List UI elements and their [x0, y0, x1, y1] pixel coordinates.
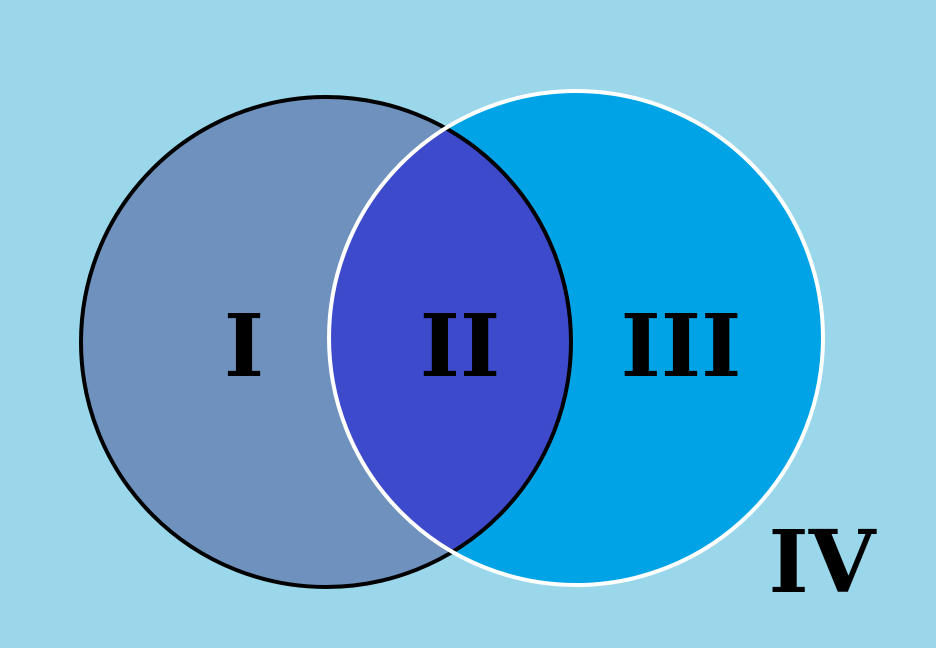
left-circle-outline [79, 95, 573, 589]
region-label-iii: III [621, 296, 742, 397]
region-label-i: I [224, 296, 264, 397]
region-label-iv: IV [769, 512, 877, 613]
intersection-region [329, 97, 571, 585]
region-label-ii: II [420, 296, 500, 397]
right-circle-outline [327, 89, 825, 587]
